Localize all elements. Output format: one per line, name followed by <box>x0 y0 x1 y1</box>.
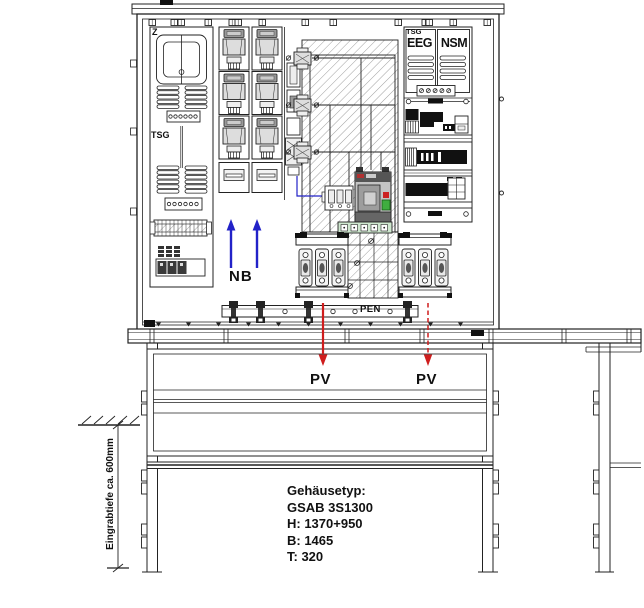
meter-field-label: Z <box>152 27 158 37</box>
main-switch <box>354 167 392 223</box>
pv-feed-label-right: PV <box>416 371 438 388</box>
busbar-terminal-block <box>149 219 212 237</box>
base-side-view <box>585 329 642 573</box>
nb-arrow-up-icon <box>226 219 262 268</box>
small-terminal-trio <box>158 246 180 257</box>
nb-feed-label: NB <box>229 268 253 285</box>
pen-rail <box>221 301 419 323</box>
ground-line <box>78 415 140 426</box>
burial-depth-note: Eingrabtiefe ca. 600mm <box>105 438 116 550</box>
blue-control-wire <box>296 176 326 197</box>
eeg-section-label: EEG <box>407 36 432 50</box>
bus-lines <box>312 57 395 170</box>
housing-heading: Gehäusetyp: <box>287 483 366 498</box>
housing-type: GSAB 3S1300 <box>287 499 373 515</box>
switch-green-button <box>381 199 391 211</box>
switch-red-indicator <box>383 192 389 198</box>
pen-rail-label: PEN <box>360 304 381 315</box>
right-panel-control-field <box>403 26 473 223</box>
pv-arrow-down-icon <box>318 303 433 366</box>
pv-feed-label-left: PV <box>310 371 332 388</box>
cabinet-top-cap <box>131 0 505 15</box>
housing-width: B: 1465 <box>287 532 334 548</box>
right-field-label: TSG <box>406 27 422 36</box>
green-terminal-strip <box>337 221 393 234</box>
small-fuse-box <box>157 261 187 274</box>
fuse-rail-left <box>295 232 349 298</box>
fuse-rail-right <box>398 232 452 298</box>
control-field-label: TSG <box>151 130 170 140</box>
meter-column <box>218 26 285 200</box>
housing-depth: T: 320 <box>287 549 324 564</box>
base-pedestal <box>141 343 499 573</box>
left-panel-meter-field <box>149 26 214 288</box>
housing-info-block: Gehäusetyp: GSAB 3S1300 H: 1370+950 B: 1… <box>287 483 373 566</box>
housing-height: H: 1370+950 <box>287 516 363 531</box>
burial-depth-dimension <box>107 420 129 573</box>
three-pole-device <box>321 185 354 211</box>
nsm-section-label: NSM <box>440 36 468 50</box>
